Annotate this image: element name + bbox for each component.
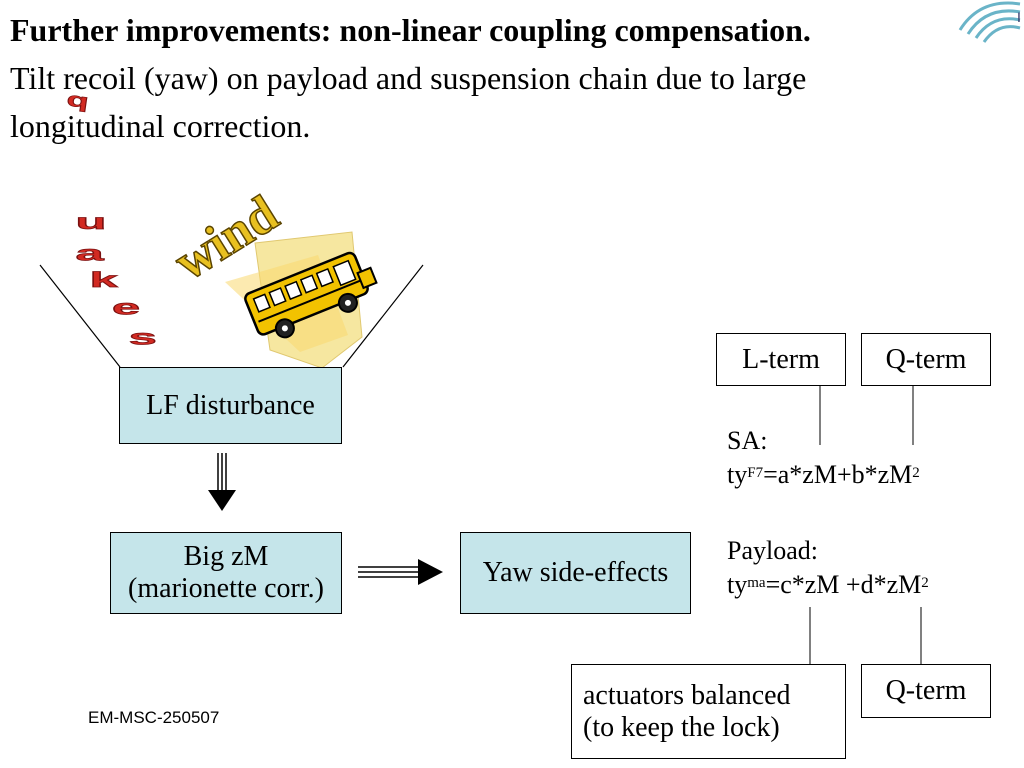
logo-icon: I: [958, 1, 1021, 43]
quakes-letter-s: s: [129, 325, 157, 349]
payload-eq-superscript: ma: [747, 575, 766, 591]
yaw-side-effects-box: Yaw side-effects: [460, 532, 691, 614]
payload-formula: Payload: tyma=c*zM +d*zM2: [727, 534, 929, 602]
actuators-label-line1: actuators balanced: [583, 679, 791, 711]
sa-eq-superscript: F7: [747, 465, 764, 481]
actuators-label-line2: (to keep the lock): [583, 711, 780, 743]
payload-eq-prefix: ty: [727, 570, 748, 599]
title-line-3: longitudinal correction.: [10, 108, 311, 144]
slide-title: Further improvements: non-linear couplin…: [10, 6, 1010, 150]
sa-eq-body: =a*zM+b*zM: [763, 460, 913, 489]
quakes-clipart: q u a k e s: [65, 88, 157, 350]
q-term-bottom-label: Q-term: [885, 675, 967, 706]
funnel-left-line: [39, 264, 121, 368]
payload-eq-body: =c*zM +d*zM: [765, 570, 922, 599]
school-bus-icon: [244, 251, 378, 339]
footer-code: EM-MSC-250507: [88, 708, 220, 727]
q-term-bottom-box: Q-term: [861, 664, 991, 718]
big-zm-label-line1: Big zM: [183, 541, 269, 572]
q-term-top-box: Q-term: [861, 333, 991, 386]
quakes-letter-e: e: [112, 295, 140, 319]
sa-formula: SA: tyF7=a*zM+b*zM2: [727, 424, 920, 492]
title-heading: Further improvements: non-linear couplin…: [10, 12, 811, 48]
sa-label: SA:: [727, 426, 768, 455]
title-line-2: Tilt recoil (yaw) on payload and suspens…: [10, 60, 807, 96]
payload-label: Payload:: [727, 536, 818, 565]
sa-eq-exponent: 2: [912, 465, 920, 481]
payload-equation: tyma=c*zM +d*zM2: [727, 568, 929, 602]
l-term-label: L-term: [742, 343, 820, 375]
l-term-box: L-term: [716, 333, 846, 386]
lf-disturbance-box: LF disturbance: [119, 367, 342, 444]
funnel-right-line: [342, 264, 424, 368]
payload-eq-exponent: 2: [921, 575, 929, 591]
actuators-box: actuators balanced (to keep the lock): [571, 664, 846, 759]
sa-eq-prefix: ty: [727, 460, 748, 489]
svg-text:I: I: [1017, 9, 1021, 25]
big-zm-box: Big zM (marionette corr.): [110, 532, 342, 614]
quakes-letter-u: u: [76, 210, 107, 234]
q-term-top-label: Q-term: [885, 343, 967, 375]
big-zm-label-line2: (marionette corr.): [128, 573, 324, 604]
arrow-right-zm-to-yaw: [358, 559, 443, 585]
yaw-side-effects-label: Yaw side-effects: [482, 557, 669, 588]
quakes-letter-a: a: [76, 241, 105, 265]
sa-equation: tyF7=a*zM+b*zM2: [727, 458, 920, 492]
quakes-letter-k: k: [90, 268, 119, 292]
quakes-letter-q: q: [65, 88, 90, 113]
arrow-down-lf-to-zm: [208, 453, 236, 511]
lf-disturbance-label: LF disturbance: [146, 389, 315, 421]
